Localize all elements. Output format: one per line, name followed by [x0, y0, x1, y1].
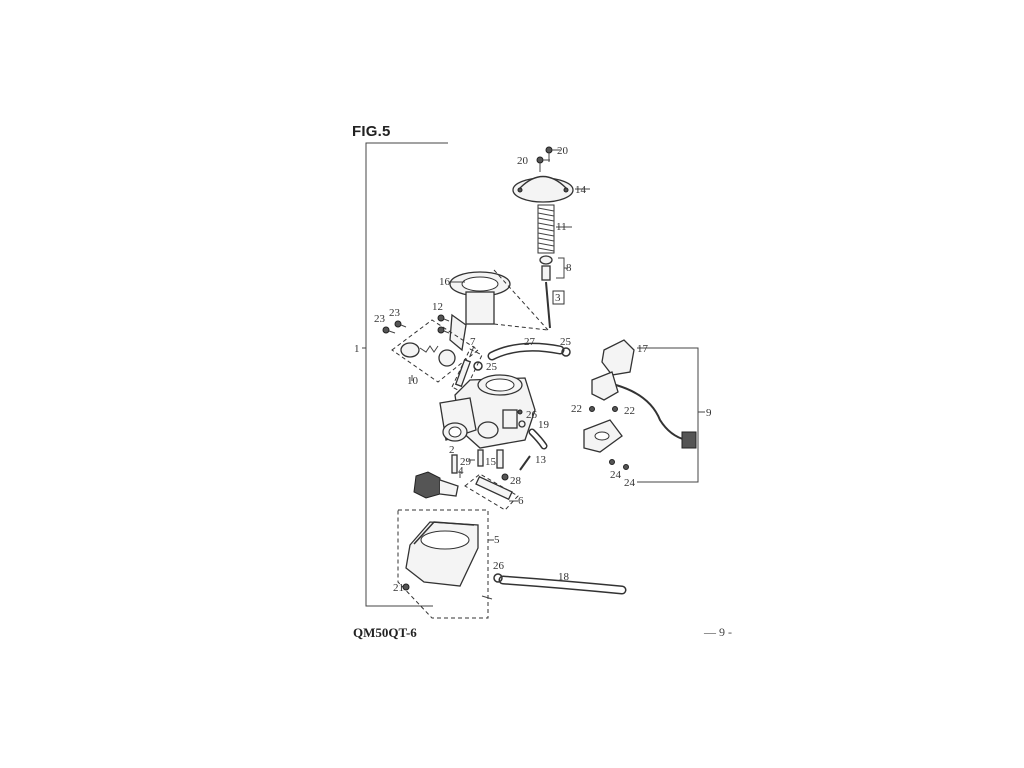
callout-label: 29 [460, 456, 472, 468]
spring-11 [537, 204, 572, 254]
float-valve-4 [413, 471, 461, 499]
jets-and-screws [451, 449, 531, 481]
accelerator-pump-10 [391, 319, 479, 383]
carburetor-body [439, 374, 536, 449]
callout-label: 15 [485, 456, 497, 468]
callout-label: 12 [432, 301, 443, 313]
callout-label: 21 [393, 582, 404, 594]
callout-label: 25 [560, 336, 572, 348]
callout-label: 1 [354, 343, 360, 355]
float-bowl-5 [397, 509, 494, 619]
hose-27 [473, 342, 571, 371]
callout-label: 17 [637, 343, 649, 355]
callout-label: 25 [486, 361, 498, 373]
callout-labels: 20 20 14 11 8 3 16 12 23 23 1 10 7 25 27… [354, 145, 712, 594]
vacuum-cap [512, 175, 590, 203]
callout-label: 7 [470, 336, 476, 348]
bracket-part-1 [362, 142, 448, 607]
callout-label: 26 [526, 409, 538, 421]
callout-label: 5 [494, 534, 500, 546]
callout-label: 4 [458, 465, 464, 477]
callout-label: 24 [610, 469, 622, 481]
callout-label: 22 [624, 405, 635, 417]
model-number: QM50QT-6 [353, 625, 417, 640]
needle-clip-8 [539, 255, 568, 281]
screws-12-23 [382, 313, 467, 352]
callout-label: 14 [575, 184, 587, 196]
drain-hose-18 [493, 573, 627, 595]
callout-label: 23 [389, 307, 401, 319]
hose-19 [518, 420, 548, 450]
callout-label: 20 [557, 145, 569, 157]
screws-20 [536, 146, 560, 172]
callout-label: 27 [524, 336, 536, 348]
callout-label: 10 [407, 375, 419, 387]
needle-3 [545, 281, 565, 329]
callout-label: 24 [624, 477, 636, 489]
diaphragm-16 [449, 269, 549, 331]
figure-title: FIG.5 [352, 123, 391, 140]
callout-label: 16 [439, 276, 451, 288]
callout-label: 2 [449, 444, 455, 456]
callout-label: 18 [558, 571, 570, 583]
callout-label: 20 [517, 155, 529, 167]
callout-label: 11 [556, 221, 567, 233]
callout-label: 26 [493, 560, 505, 572]
callout-label: 22 [571, 403, 582, 415]
callout-label: 23 [374, 313, 386, 325]
choke-assembly-9 [583, 339, 705, 483]
callout-label: 3 [555, 292, 561, 304]
float-6 [464, 473, 519, 511]
callout-label: 28 [510, 475, 522, 487]
callout-label: 13 [535, 454, 547, 466]
callout-label: 19 [538, 419, 550, 431]
callout-label: 8 [566, 262, 572, 274]
callout-label: 6 [518, 495, 524, 507]
callout-label: 9 [706, 407, 712, 419]
page-number: — 9 - [704, 625, 732, 639]
